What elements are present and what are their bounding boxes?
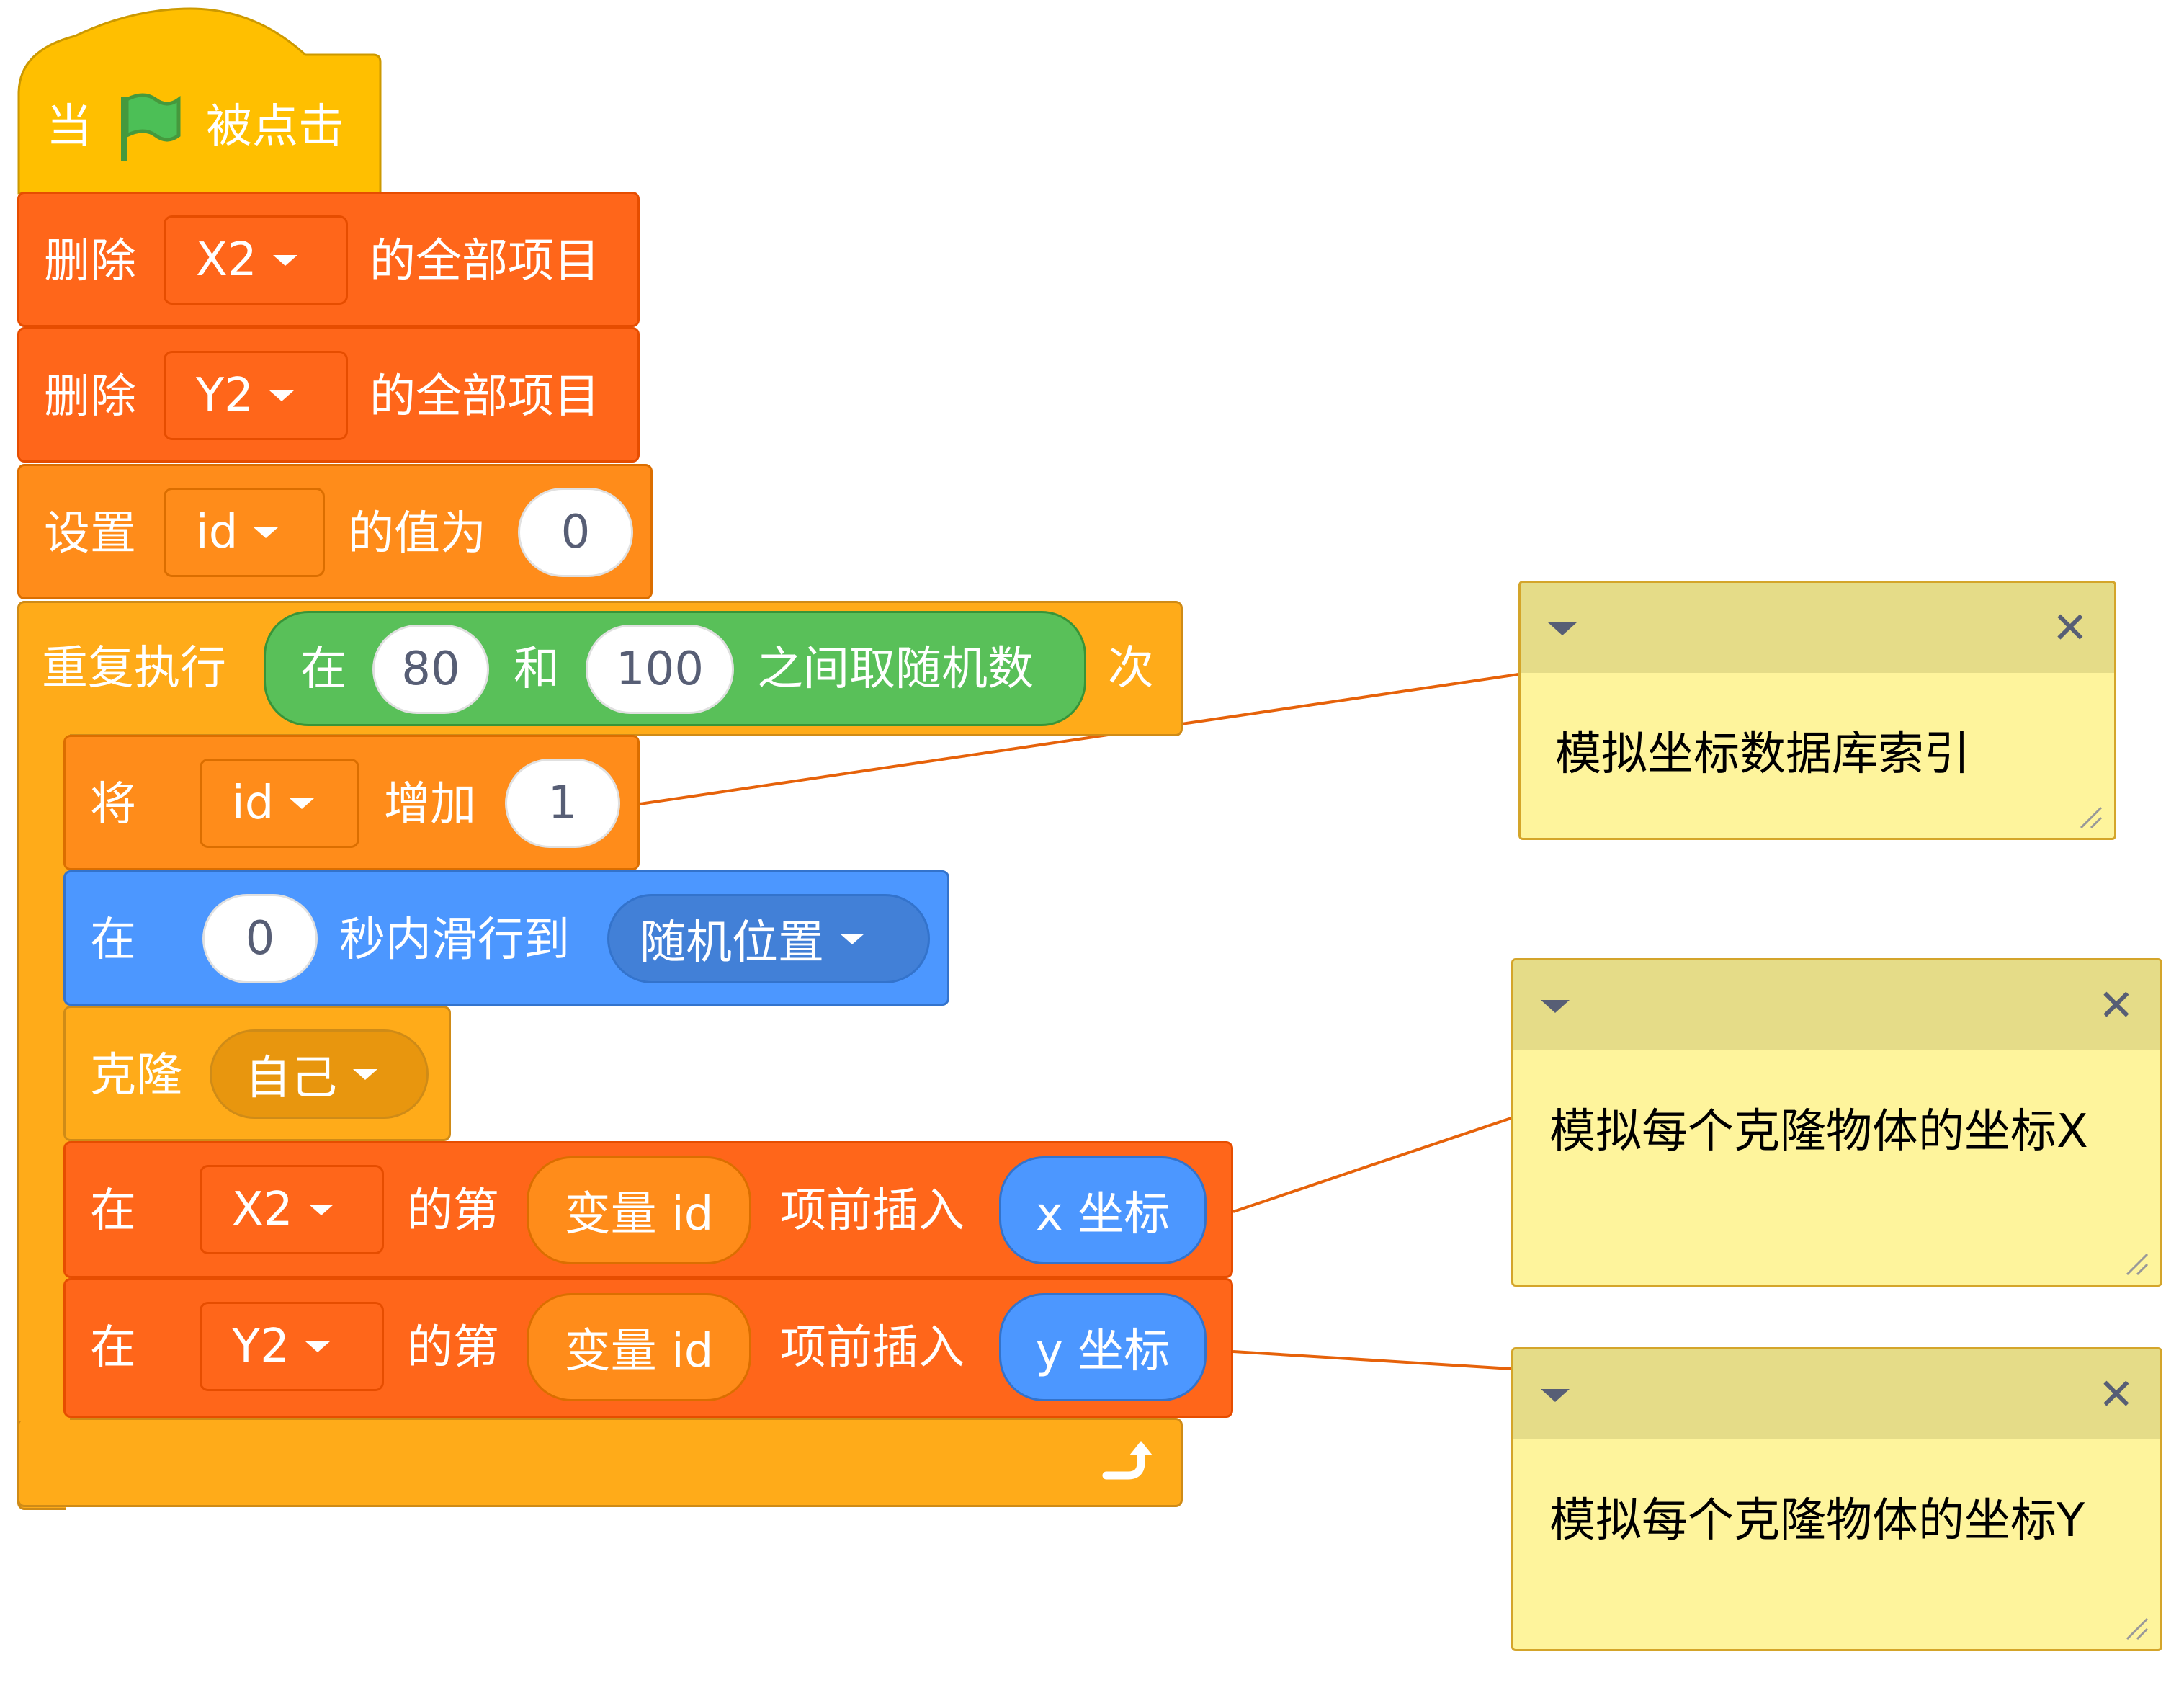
hat-prefix: 当 — [46, 100, 92, 153]
variable-id-reporter-x[interactable]: 变量 id — [527, 1156, 751, 1264]
comment-3-text[interactable]: 模拟每个克隆物体的坐标Y — [1549, 1494, 2085, 1547]
list-dropdown-x2-label: X2 — [196, 233, 257, 287]
delete-y2-suffix: 的全部项目 — [370, 370, 600, 424]
connector-line-3 — [1232, 1350, 1512, 1370]
variable-dropdown-set-label: id — [196, 506, 238, 559]
clone-target-label: 自己 — [245, 1052, 337, 1105]
set-variable-block[interactable]: 设置 id 的值为 0 — [17, 464, 653, 599]
chevron-down-icon — [269, 390, 294, 401]
random-from-input[interactable]: 80 — [372, 625, 489, 714]
comment-2[interactable]: ✕ 模拟每个克隆物体的坐标X — [1511, 958, 2162, 1287]
collapse-caret-icon[interactable] — [1548, 622, 1577, 635]
list-dropdown-insert-y2-label: Y2 — [232, 1320, 290, 1373]
chevron-down-icon — [353, 1068, 377, 1080]
change-value-input[interactable]: 1 — [505, 759, 620, 848]
random-and: 和 — [514, 643, 560, 696]
variable-dropdown-change[interactable]: id — [200, 759, 359, 848]
close-icon[interactable]: ✕ — [2098, 1370, 2134, 1420]
insert-x2-block[interactable]: 在 X2 的第 变量 id 项前插入 x 坐标 — [63, 1141, 1233, 1278]
chevron-down-icon — [290, 798, 315, 809]
list-dropdown-y2[interactable]: Y2 — [164, 351, 348, 440]
variable-id-reporter-y[interactable]: 变量 id — [527, 1293, 751, 1401]
y-position-reporter[interactable]: y 坐标 — [999, 1293, 1207, 1401]
set-value-input[interactable]: 0 — [518, 488, 633, 577]
insert-y-prefix: 在 — [90, 1321, 136, 1375]
comment-1-header[interactable] — [1521, 583, 2114, 673]
comment-1-text[interactable]: 模拟坐标数据库索引 — [1555, 728, 1970, 781]
close-icon[interactable]: ✕ — [2051, 603, 2088, 653]
set-label: 设置 — [44, 507, 136, 560]
hat-suffix: 被点击 — [206, 100, 344, 153]
random-suffix: 之间取随机数 — [757, 643, 1034, 696]
chevron-down-icon — [308, 1204, 334, 1215]
change-middle: 增加 — [384, 778, 476, 831]
glide-seconds-input[interactable]: 0 — [202, 894, 318, 983]
list-dropdown-insert-x2[interactable]: X2 — [200, 1165, 384, 1254]
insert-x-prefix: 在 — [90, 1184, 136, 1238]
insert-y-middle: 的第 — [407, 1321, 499, 1375]
create-clone-block[interactable]: 克隆 自己 — [63, 1006, 451, 1141]
collapse-caret-icon[interactable] — [1541, 1389, 1570, 1402]
close-icon[interactable]: ✕ — [2098, 980, 2134, 1031]
change-label: 将 — [90, 778, 136, 831]
change-variable-block[interactable]: 将 id 增加 1 — [63, 735, 640, 870]
variable-dropdown-change-label: id — [232, 777, 274, 830]
list-dropdown-y2-label: Y2 — [196, 369, 254, 422]
chevron-down-icon — [272, 254, 297, 266]
insert-x-middle: 的第 — [407, 1184, 499, 1238]
delete-all-y2-block[interactable]: 删除 Y2 的全部项目 — [17, 327, 640, 463]
set-middle: 的值为 — [348, 507, 486, 560]
resize-handle-icon[interactable] — [2078, 805, 2104, 831]
x-position-reporter[interactable]: x 坐标 — [999, 1156, 1207, 1264]
delete-x2-suffix: 的全部项目 — [370, 235, 600, 288]
connector-line-1 — [639, 673, 1519, 805]
glide-target-dropdown[interactable]: 随机位置 — [607, 894, 930, 983]
collapse-caret-icon[interactable] — [1541, 1000, 1570, 1013]
list-dropdown-insert-x2-label: X2 — [232, 1183, 293, 1236]
random-prefix: 在 — [300, 643, 346, 696]
resize-handle-icon[interactable] — [2124, 1616, 2150, 1642]
clone-label: 克隆 — [90, 1049, 182, 1102]
glide-block[interactable]: 在 0 秒内滑行到 随机位置 — [63, 870, 949, 1006]
green-flag-icon[interactable] — [115, 89, 184, 164]
random-to-input[interactable]: 100 — [586, 625, 734, 714]
list-dropdown-x2[interactable]: X2 — [164, 215, 348, 305]
resize-handle-icon[interactable] — [2124, 1251, 2150, 1277]
glide-prefix: 在 — [90, 913, 136, 967]
delete-y2-label: 删除 — [44, 370, 136, 424]
repeat-suffix: 次 — [1108, 642, 1154, 695]
clone-target-dropdown[interactable]: 自己 — [210, 1029, 429, 1119]
repeat-label: 重复执行 — [42, 642, 226, 695]
comment-2-header[interactable] — [1513, 960, 2160, 1050]
random-operator[interactable]: 在 80 和 100 之间取随机数 — [264, 611, 1086, 726]
variable-dropdown-set[interactable]: id — [164, 488, 325, 577]
list-dropdown-insert-y2[interactable]: Y2 — [200, 1302, 384, 1391]
insert-x-suffix: 项前插入 — [780, 1184, 965, 1238]
delete-all-x2-block[interactable]: 删除 X2 的全部项目 — [17, 192, 640, 327]
comment-1[interactable]: ✕ 模拟坐标数据库索引 — [1518, 581, 2116, 840]
hat-shape — [17, 7, 382, 195]
insert-y2-block[interactable]: 在 Y2 的第 变量 id 项前插入 y 坐标 — [63, 1278, 1233, 1418]
comment-3-header[interactable] — [1513, 1349, 2160, 1439]
insert-y-suffix: 项前插入 — [780, 1321, 965, 1375]
glide-target-label: 随机位置 — [640, 916, 824, 970]
loop-arrow-icon — [1102, 1441, 1153, 1480]
delete-x2-label: 删除 — [44, 235, 136, 288]
chevron-down-icon — [840, 933, 864, 944]
comment-3[interactable]: ✕ 模拟每个克隆物体的坐标Y — [1511, 1347, 2162, 1651]
comment-2-text[interactable]: 模拟每个克隆物体的坐标X — [1549, 1105, 2088, 1158]
chevron-down-icon — [254, 527, 279, 538]
connector-line-2 — [1232, 1117, 1512, 1213]
chevron-down-icon — [305, 1341, 330, 1352]
glide-middle: 秒内滑行到 — [339, 913, 570, 967]
